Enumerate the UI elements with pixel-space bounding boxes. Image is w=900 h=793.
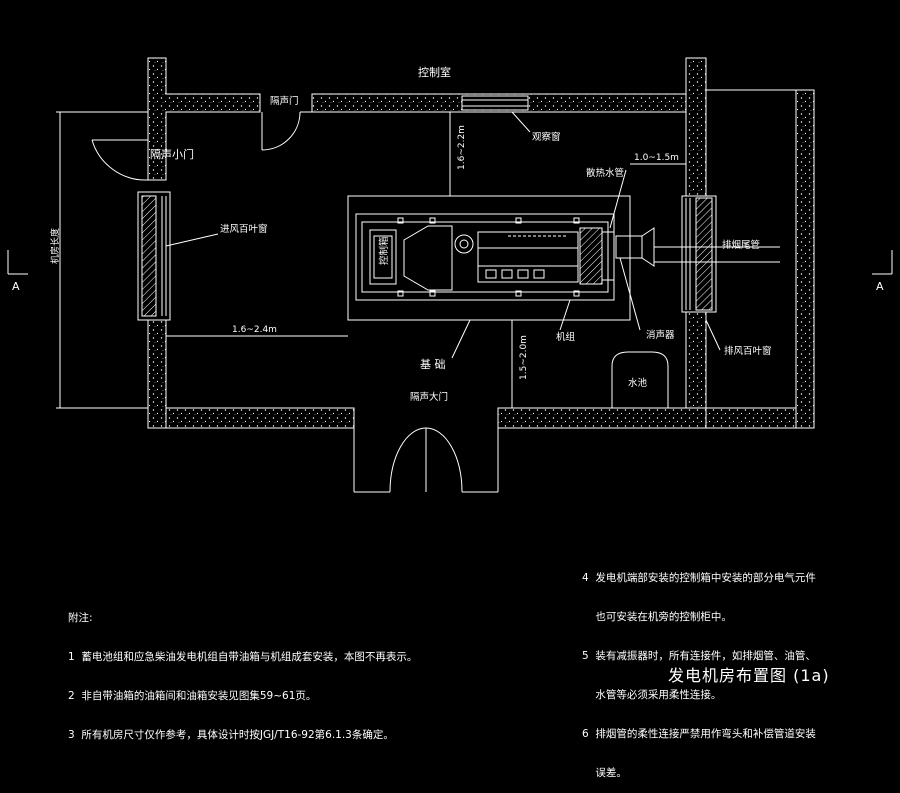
main-soundproof-door [353, 427, 499, 493]
section-mark-right: A [876, 280, 884, 293]
label-unit: 机组 [556, 331, 576, 343]
note-item: 误差。 [582, 767, 627, 779]
muffler [615, 227, 716, 267]
label-radiator-water-pipe: 散热水管 [586, 167, 624, 179]
label-main-soundproof-door: 隔声大门 [410, 391, 448, 403]
section-mark-left: A [12, 280, 20, 293]
note-item: 4 发电机端部安装的控制箱中安装的部分电气元件 [582, 572, 816, 584]
drawing-title: 发电机房布置图 (1a) [668, 666, 830, 685]
label-small-soundproof-door: 隔声小门 [150, 147, 194, 161]
dim-top-clearance: 1.6~2.2m [457, 125, 467, 170]
label-foundation: 基 础 [420, 358, 446, 371]
label-room-length: 机房长度 [49, 228, 61, 264]
label-control-room: 控制室 [418, 65, 451, 79]
notes-heading: 附注: [68, 612, 93, 624]
label-observation-window: 观察窗 [532, 131, 561, 143]
label-water-pool: 水池 [628, 377, 648, 389]
water-pool [611, 351, 669, 409]
label-exhaust-louver: 排风百叶窗 [724, 345, 772, 357]
generator-unit [355, 213, 615, 301]
note-item: 2 非自带油箱的油箱间和油箱安装见图集59~61页。 [68, 690, 317, 702]
note-item: 5 装有减振器时，所有连接件，如排烟管、油管、 [582, 650, 816, 662]
intake-louver [137, 191, 171, 321]
note-item: 1 蓄电池组和应急柴油发电机组自带油箱与机组成套安装，本图不再表示。 [68, 651, 418, 663]
label-soundproof-door: 隔声门 [270, 95, 299, 107]
soundproof-door [261, 111, 312, 151]
exhaust-pipe [716, 246, 780, 263]
dim-side-clearance: 1.6~2.4m [232, 325, 277, 335]
label-exhaust-pipe: 排烟尾管 [722, 239, 760, 251]
dim-muffler-clearance: 1.0~1.5m [634, 153, 679, 163]
small-soundproof-door [91, 139, 149, 181]
section-marks [7, 250, 893, 275]
observation-window [461, 95, 529, 111]
note-item: 也可安装在机旁的控制柜中。 [582, 611, 732, 623]
room-length-dimension [56, 111, 148, 409]
generator-room-layout-drawing: 控制室 隔声门 观察窗 隔声小门 散热水管 进风百叶窗 排烟尾管 控制箱 基 础… [7, 57, 893, 493]
label-control-box: 控制箱 [378, 236, 390, 265]
note-item: 6 排烟管的柔性连接严禁用作弯头和补偿管道安装 [582, 728, 816, 740]
label-intake-louver: 进风百叶窗 [220, 223, 268, 235]
note-item: 水管等必须采用柔性连接。 [582, 689, 722, 701]
exhaust-louver [681, 195, 717, 313]
note-item: 3 所有机房尺寸仅作参考，具体设计时按JGJ/T16-92第6.1.3条确定。 [68, 729, 394, 741]
dim-bottom-clearance: 1.5~2.0m [519, 335, 529, 380]
label-muffler: 消声器 [646, 329, 675, 341]
notes-left: 附注: 1 蓄电池组和应急柴油发电机组自带油箱与机组成套安装，本图不再表示。 2… [68, 586, 417, 755]
